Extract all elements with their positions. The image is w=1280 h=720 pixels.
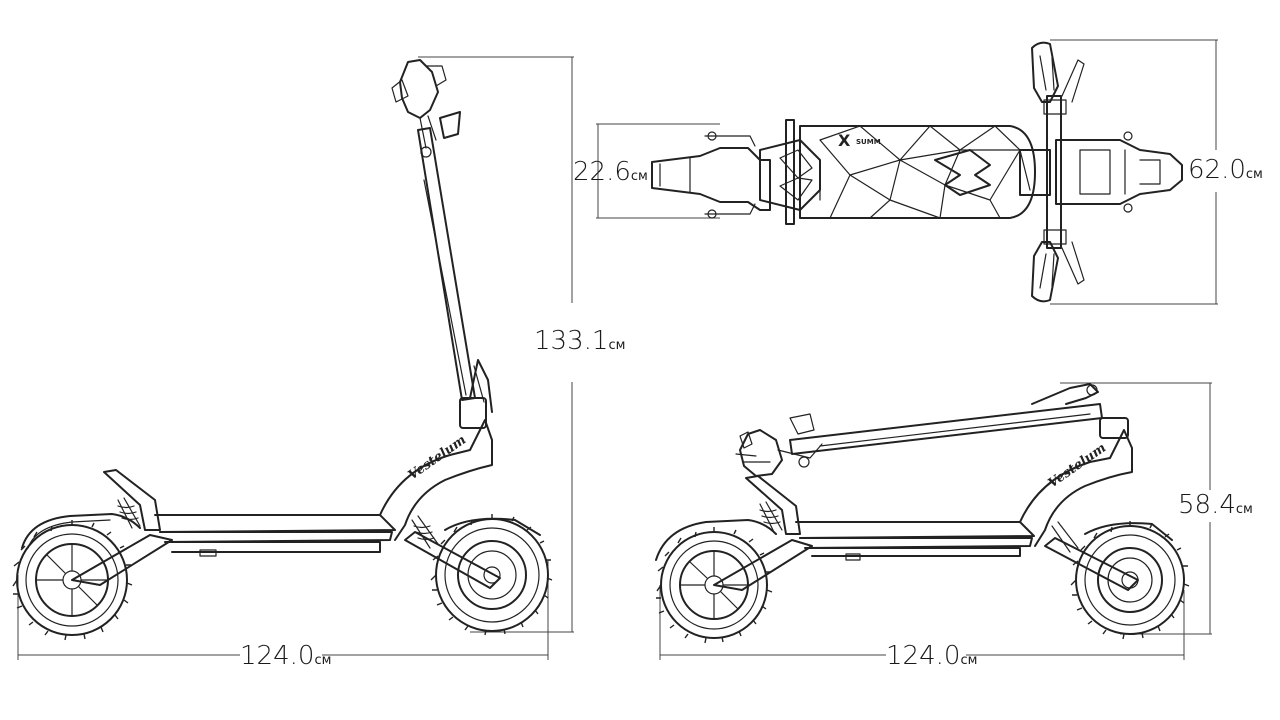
folded-length-unit: см xyxy=(960,653,977,668)
stem-brand-text: Vestelum xyxy=(406,433,469,484)
length-value: 124.0 xyxy=(240,641,314,671)
svg-text:58.4см: 58.4см xyxy=(1178,490,1253,520)
top-deck: X SUMM xyxy=(799,125,1036,219)
deck-width-unit: см xyxy=(631,169,648,184)
deck-width-value: 22.6 xyxy=(573,157,631,187)
side-view-unfolded: Vestelum xyxy=(12,56,574,660)
svg-text:133.1см: 133.1см xyxy=(534,326,625,356)
side-deck xyxy=(154,514,396,557)
folded-height-value: 58.4 xyxy=(1178,490,1236,520)
deck-logo-text: SUMM xyxy=(856,138,881,146)
dimension-label-height: 133.1см xyxy=(534,326,625,356)
top-view: X SUMM xyxy=(596,39,1218,305)
folded-rear-wheel xyxy=(656,527,773,644)
svg-text:124.0см: 124.0см xyxy=(886,641,977,671)
folded-front-wheel xyxy=(1070,521,1190,640)
dimension-label-length: 124.0см xyxy=(240,641,331,671)
height-value: 133.1 xyxy=(534,326,608,356)
front-wheel xyxy=(430,514,553,636)
side-view-folded: Vestelum xyxy=(655,382,1212,660)
dimension-label-folded-height: 58.4см xyxy=(1178,490,1253,520)
handlebar-width-unit: см xyxy=(1246,167,1263,182)
handlebar-width-value: 62.0 xyxy=(1188,155,1246,185)
dimension-label-folded-length: 124.0см xyxy=(886,641,977,671)
folded-height-unit: см xyxy=(1236,502,1253,517)
dimension-label-deck-width: 22.6см xyxy=(573,157,648,187)
svg-text:62.0см: 62.0см xyxy=(1188,155,1263,185)
folded-stem-brand-text: Vestelum xyxy=(1046,441,1109,492)
deck-logo-letter: X xyxy=(838,131,851,150)
svg-text:22.6см: 22.6см xyxy=(573,157,648,187)
svg-text:124.0см: 124.0см xyxy=(240,641,331,671)
folded-length-value: 124.0 xyxy=(886,641,960,671)
height-unit: см xyxy=(608,338,625,353)
dimension-label-handlebar-width: 62.0см xyxy=(1188,155,1263,185)
length-unit: см xyxy=(314,653,331,668)
